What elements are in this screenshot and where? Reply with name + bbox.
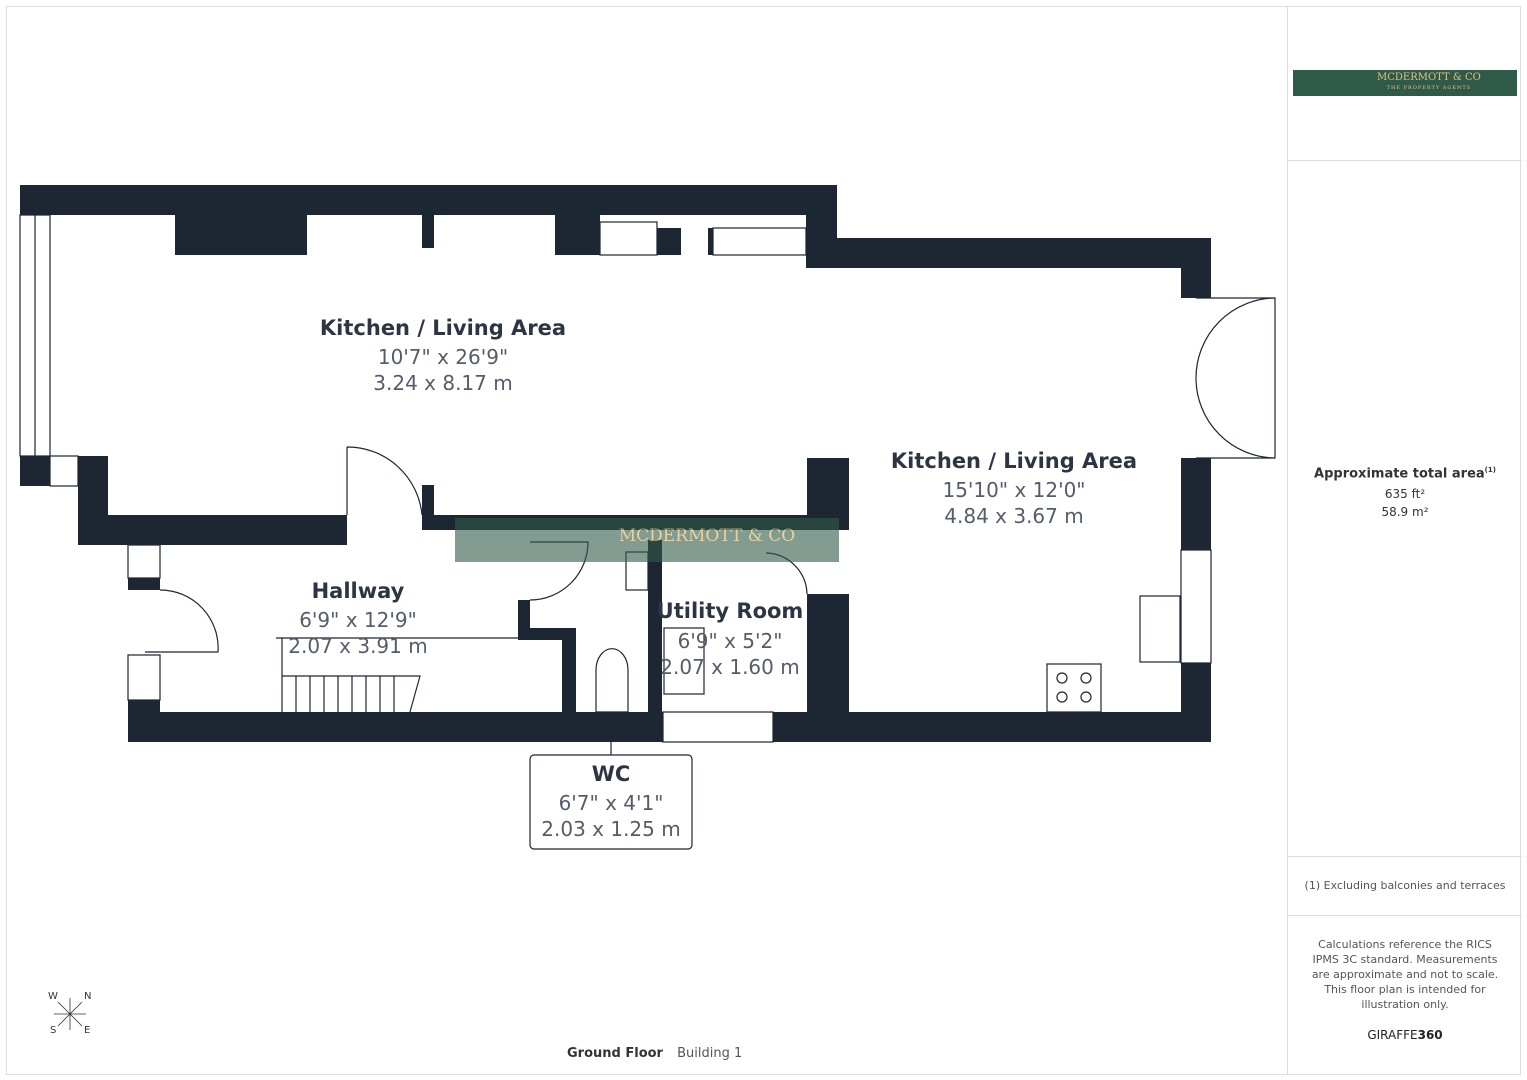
svg-text:6'9" x 12'9": 6'9" x 12'9" <box>299 608 417 632</box>
svg-text:E: E <box>84 1025 90 1036</box>
svg-text:W: W <box>48 991 58 1002</box>
room-wc: WC 6'7" x 4'1" 2.03 x 1.25 m <box>541 762 680 841</box>
svg-text:6'9" x 5'2": 6'9" x 5'2" <box>678 629 783 653</box>
room-kitchen-1: Kitchen / Living Area 10'7" x 26'9" 3.24… <box>320 316 566 395</box>
frame <box>6 6 1521 1075</box>
room-utility: Utility Room 6'9" x 5'2" 2.07 x 1.60 m <box>657 599 804 679</box>
svg-text:Kitchen / Living Area: Kitchen / Living Area <box>320 316 566 340</box>
svg-text:WC: WC <box>592 762 631 786</box>
floor-plan: MCDERMOTT & CO Kitchen / Living Area 10'… <box>19 185 1276 1036</box>
walls <box>20 185 1211 742</box>
floor-label: Ground Floor Building 1 <box>567 1046 742 1061</box>
room-kitchen-2: Kitchen / Living Area 15'10" x 12'0" 4.8… <box>891 449 1137 528</box>
total-area: Approximate total area(1) 635 ft² 58.9 m… <box>1314 466 1496 520</box>
svg-text:2.07 x 1.60 m: 2.07 x 1.60 m <box>660 655 799 679</box>
svg-text:S: S <box>50 1025 56 1036</box>
svg-text:2.03 x 1.25 m: 2.03 x 1.25 m <box>541 817 680 841</box>
compass-icon: W N S E <box>48 991 91 1036</box>
fixtures <box>19 214 1276 850</box>
floor-name: Ground Floor <box>567 1046 663 1061</box>
brand: GIRAFFE360 <box>1367 1028 1443 1042</box>
svg-text:N: N <box>84 991 91 1002</box>
svg-text:MCDERMOTT & CO: MCDERMOTT & CO <box>619 526 795 546</box>
footnote: (1) Excluding balconies and terraces <box>1304 879 1506 892</box>
svg-text:Kitchen / Living Area: Kitchen / Living Area <box>891 449 1137 473</box>
svg-text:6'7" x 4'1": 6'7" x 4'1" <box>559 791 664 815</box>
svg-text:2.07 x 3.91 m: 2.07 x 3.91 m <box>288 634 427 658</box>
building-name: Building 1 <box>677 1046 743 1061</box>
logo-watermark: MCDERMOTT & CO <box>455 518 839 562</box>
svg-text:15'10" x 12'0": 15'10" x 12'0" <box>942 478 1085 502</box>
disclaimer: Calculations reference the RICS IPMS 3C … <box>1311 938 1499 1011</box>
svg-text:3.24 x 8.17 m: 3.24 x 8.17 m <box>373 371 512 395</box>
svg-text:10'7" x 26'9": 10'7" x 26'9" <box>378 345 508 369</box>
svg-text:Hallway: Hallway <box>312 579 405 603</box>
svg-text:4.84 x 3.67 m: 4.84 x 3.67 m <box>944 504 1083 528</box>
svg-text:Utility Room: Utility Room <box>657 599 804 623</box>
room-hallway: Hallway 6'9" x 12'9" 2.07 x 3.91 m <box>288 579 427 658</box>
